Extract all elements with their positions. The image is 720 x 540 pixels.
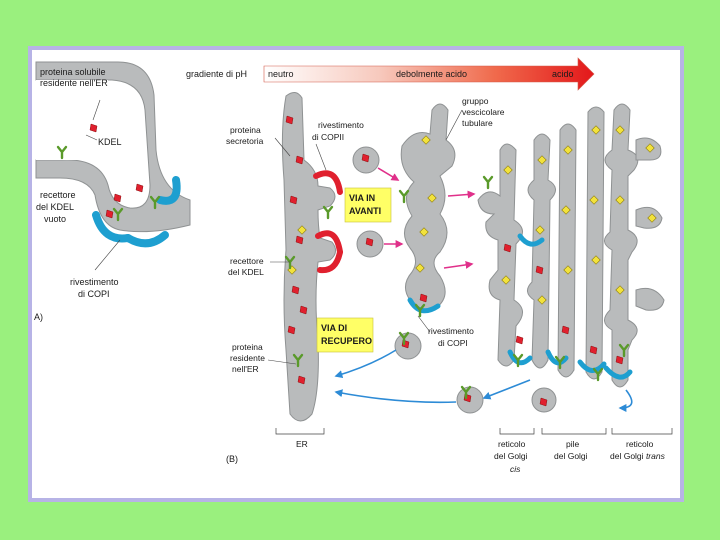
copi-coat-label-b: rivestimento bbox=[428, 326, 474, 336]
panel-a-label: A) bbox=[34, 312, 43, 322]
ph-gradient-title: gradiente di pH bbox=[186, 69, 247, 79]
copi-coat-label-a-2: di COPI bbox=[78, 289, 110, 299]
kdel-receptor-label-2: del KDEL bbox=[228, 267, 264, 277]
er-resident-label-2: residente bbox=[230, 353, 265, 363]
vesicle-cluster-label-2: vescicolare bbox=[462, 107, 505, 117]
svg-text:AVANTI: AVANTI bbox=[349, 206, 381, 216]
forward-path-box: VIA IN AVANTI bbox=[344, 187, 392, 223]
copii-coat-label-2: di COPII bbox=[312, 132, 344, 142]
forward-path-arrows bbox=[377, 167, 476, 269]
panel-b-label: (B) bbox=[226, 454, 238, 464]
vesicle-cluster-label-3: tubulare bbox=[462, 118, 493, 128]
er-membrane-panel-a bbox=[35, 61, 191, 233]
kdel-label: KDEL bbox=[98, 137, 122, 147]
transport-vesicles bbox=[352, 146, 557, 414]
kdel-receptors bbox=[284, 175, 630, 400]
svg-text:RECUPERO: RECUPERO bbox=[321, 336, 372, 346]
cis-golgi-label-2: del Golgi bbox=[494, 451, 528, 461]
copi-coat-panel-a bbox=[92, 176, 181, 248]
soluble-protein-label-2: residente nell'ER bbox=[40, 78, 108, 88]
secretory-protein-label-2: secretoria bbox=[226, 136, 264, 146]
cis-golgi-label: reticolo bbox=[498, 439, 526, 449]
leader-lines bbox=[267, 109, 463, 365]
copii-coat-label: rivestimento bbox=[318, 120, 364, 130]
trans-golgi-label: reticolo bbox=[626, 439, 654, 449]
svg-text:VIA IN: VIA IN bbox=[349, 193, 375, 203]
panel-a: proteina solubile residente nell'ER KDEL… bbox=[34, 61, 191, 322]
empty-receptor-label-3: vuoto bbox=[44, 214, 66, 224]
golgi-stacks-label-2: del Golgi bbox=[554, 451, 588, 461]
er-resident-label: proteina bbox=[232, 342, 263, 352]
panel-b: gradiente di pH neutro debolmente acido … bbox=[186, 57, 673, 474]
empty-receptor-label: recettore bbox=[40, 190, 76, 200]
empty-receptor-label-2: del KDEL bbox=[36, 202, 74, 212]
er-label: ER bbox=[296, 439, 308, 449]
ph-slightly-acidic-label: debolmente acido bbox=[396, 69, 467, 79]
retrieval-path-arrows bbox=[334, 349, 633, 412]
golgi-cisterna-3 bbox=[585, 106, 605, 380]
vesicular-tubular-cluster bbox=[400, 103, 456, 312]
er-lumen-panel-a bbox=[36, 80, 108, 160]
ph-neutral-label: neutro bbox=[268, 69, 294, 79]
kdel-receptor-label: recettore bbox=[230, 256, 264, 266]
golgi-stacks-label: pile bbox=[566, 439, 580, 449]
ph-gradient-arrow bbox=[263, 57, 595, 91]
retrieval-path-box: VIA DI RECUPERO bbox=[316, 317, 374, 353]
er-resident-label-3: nell'ER bbox=[232, 364, 259, 374]
copii-coat bbox=[313, 170, 343, 274]
golgi-cisterna-2 bbox=[557, 123, 577, 378]
compartment-brackets bbox=[275, 428, 673, 435]
soluble-protein-label: proteina solubile bbox=[40, 67, 106, 77]
trans-golgi-label-2: del Golgi trans bbox=[610, 451, 666, 461]
copi-coat-label-a: rivestimento bbox=[70, 277, 119, 287]
trans-golgi-tubules bbox=[635, 137, 665, 311]
golgi-cisterna-1 bbox=[527, 133, 556, 369]
secretory-protein-label: proteina bbox=[230, 125, 261, 135]
copi-coat-label-b-2: di COPI bbox=[438, 338, 468, 348]
cis-golgi-label-3: cis bbox=[510, 464, 521, 474]
vesicle-cluster-label: gruppo bbox=[462, 96, 489, 106]
svg-text:VIA DI: VIA DI bbox=[321, 323, 347, 333]
ph-acidic-label: acido bbox=[552, 69, 574, 79]
